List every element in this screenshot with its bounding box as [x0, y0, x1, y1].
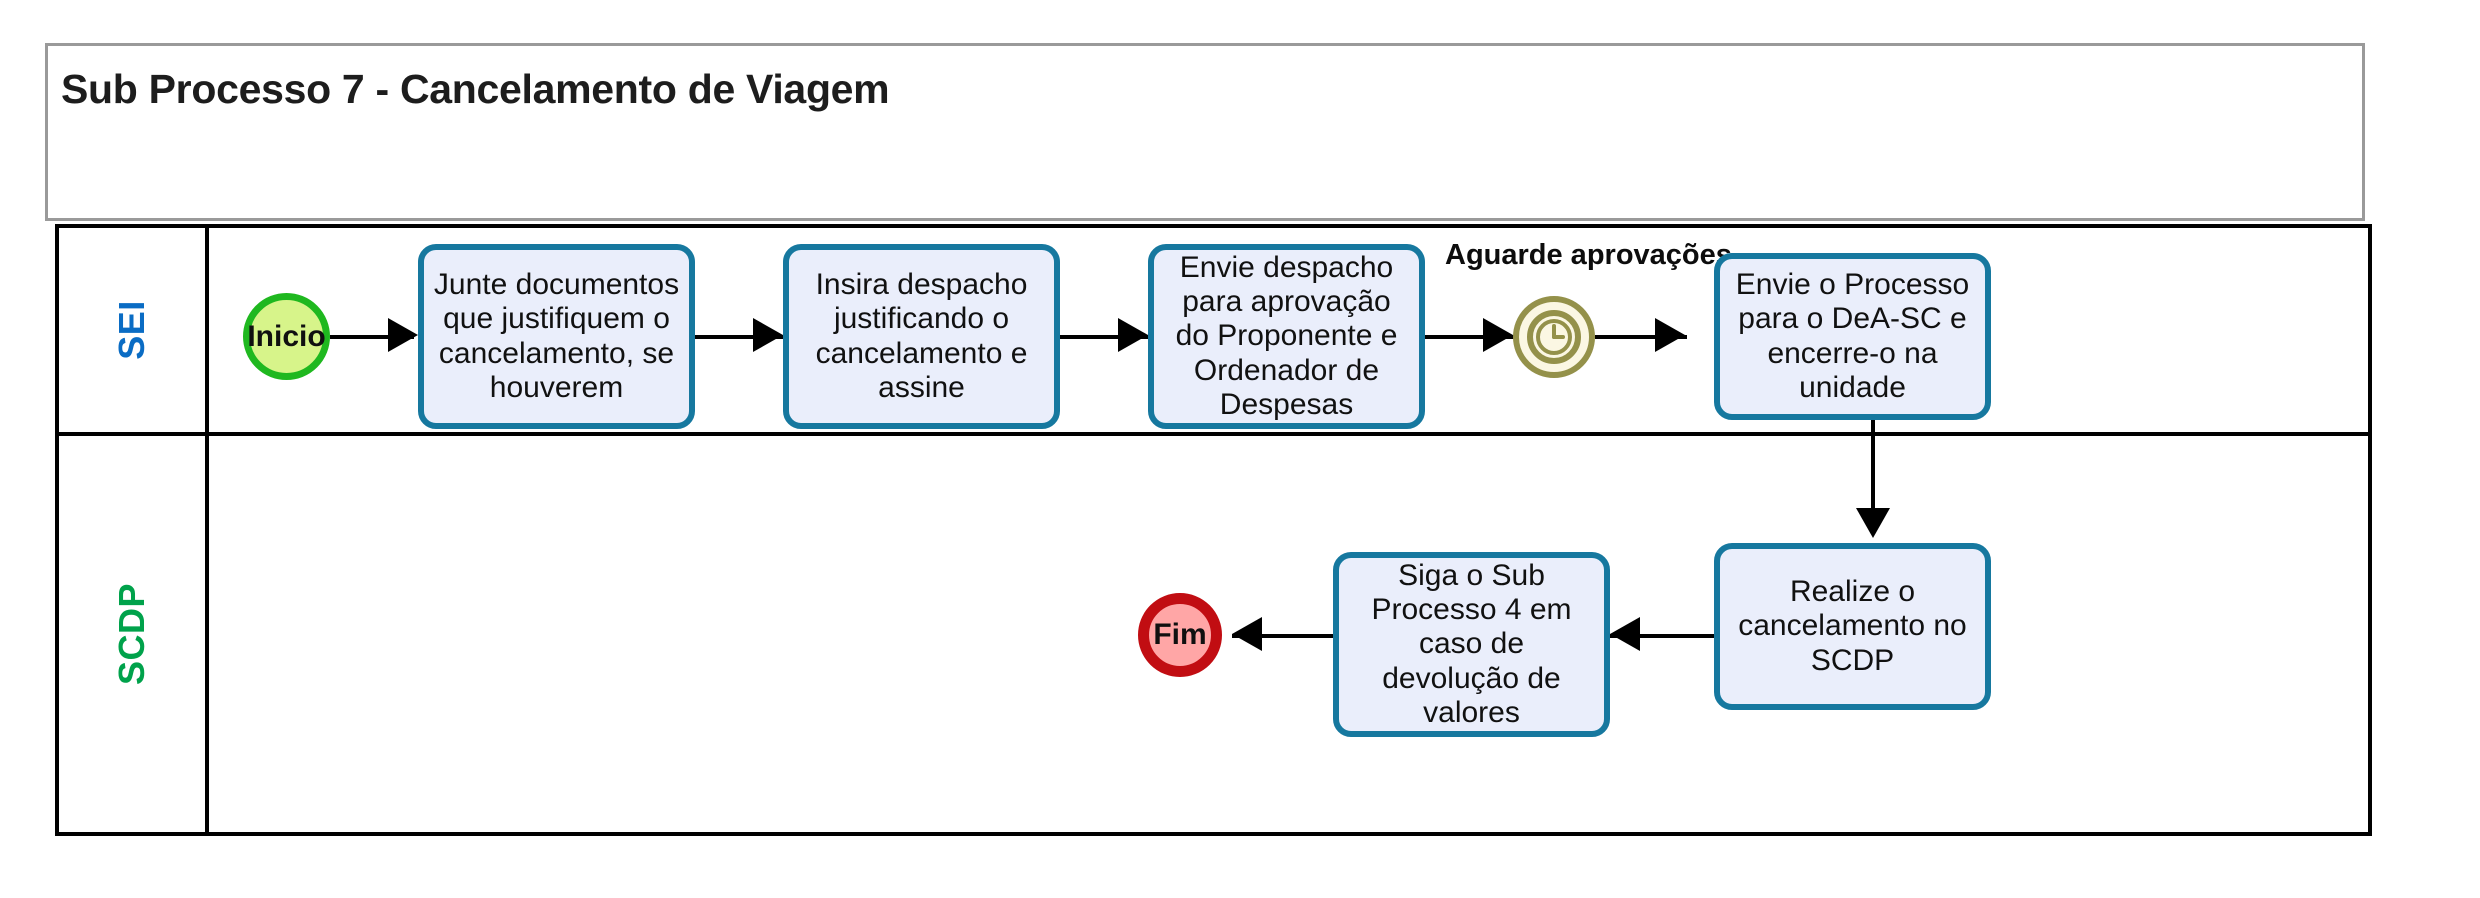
timer-inner-ring: [1527, 310, 1581, 364]
end-event-label: Fim: [1153, 618, 1207, 651]
task-label: Realize o cancelamento no SCDP: [1738, 575, 1967, 677]
task-envie-processo-dea-sc[interactable]: Envie o Processo para o DeA-SC e encerre…: [1714, 253, 1991, 420]
task-junte-documentos[interactable]: Junte documentos que justifiquem o cance…: [418, 244, 695, 429]
flow-task6-to-end: [1232, 634, 1333, 638]
task-label: Envie o Processo para o DeA-SC e encerre…: [1735, 268, 1970, 404]
flow-task1-to-task2: [695, 335, 783, 339]
lane-header-scdp: SCDP: [59, 436, 209, 832]
flow-task3-to-timer: [1425, 335, 1515, 339]
flow-task2-to-task3: [1060, 335, 1148, 339]
task-label: Envie despacho para aprovação do Propone…: [1175, 251, 1398, 421]
flow-task5-to-task6: [1610, 634, 1714, 638]
lane-label-scdp: SCDP: [111, 582, 152, 686]
task-label: Insira despacho justificando o cancelame…: [815, 268, 1028, 404]
flow-arrowhead-task4-to-task5: [1856, 508, 1890, 538]
timer-intermediate-event[interactable]: [1513, 296, 1595, 378]
flow-timer-to-task4: [1595, 335, 1687, 339]
task-label: Junte documentos que justifiquem o cance…: [433, 268, 680, 404]
flow-arrowhead-task6-to-end: [1232, 617, 1262, 651]
flow-arrowhead-task3-to-timer: [1483, 318, 1513, 352]
task-realize-cancelamento-scdp[interactable]: Realize o cancelamento no SCDP: [1714, 543, 1991, 710]
pool-title-bar: Sub Processo 7 - Cancelamento de Viagem: [45, 43, 2365, 221]
flow-arrowhead-timer-to-task4: [1655, 318, 1685, 352]
flow-arrowhead-task1-to-task2: [753, 318, 783, 352]
task-label: Siga o Sub Processo 4 em caso de devoluç…: [1371, 559, 1572, 729]
task-siga-sub-processo-4[interactable]: Siga o Sub Processo 4 em caso de devoluç…: [1333, 552, 1610, 737]
start-event-label: Inicio: [247, 319, 326, 353]
flow-start-to-task1: [330, 335, 414, 339]
task-insira-despacho[interactable]: Insira despacho justificando o cancelame…: [783, 244, 1060, 429]
start-event-inicio[interactable]: Inicio: [243, 293, 330, 380]
end-event-fim[interactable]: Fim: [1138, 593, 1222, 677]
task-envie-despacho-aprovacao[interactable]: Envie despacho para aprovação do Propone…: [1148, 244, 1425, 429]
flow-arrowhead-task2-to-task3: [1118, 318, 1148, 352]
lane-label-sei: SEI: [111, 300, 152, 360]
flow-task4-to-task5: [1871, 420, 1875, 530]
lane-header-sei: SEI: [59, 228, 209, 432]
page-title: Sub Processo 7 - Cancelamento de Viagem: [61, 66, 890, 112]
flow-arrowhead-task5-to-task6: [1610, 617, 1640, 651]
timer-event-label: Aguarde aprovações: [1445, 239, 1732, 271]
flow-arrowhead-start-to-task1: [388, 318, 418, 352]
clock-icon: [1536, 319, 1572, 355]
